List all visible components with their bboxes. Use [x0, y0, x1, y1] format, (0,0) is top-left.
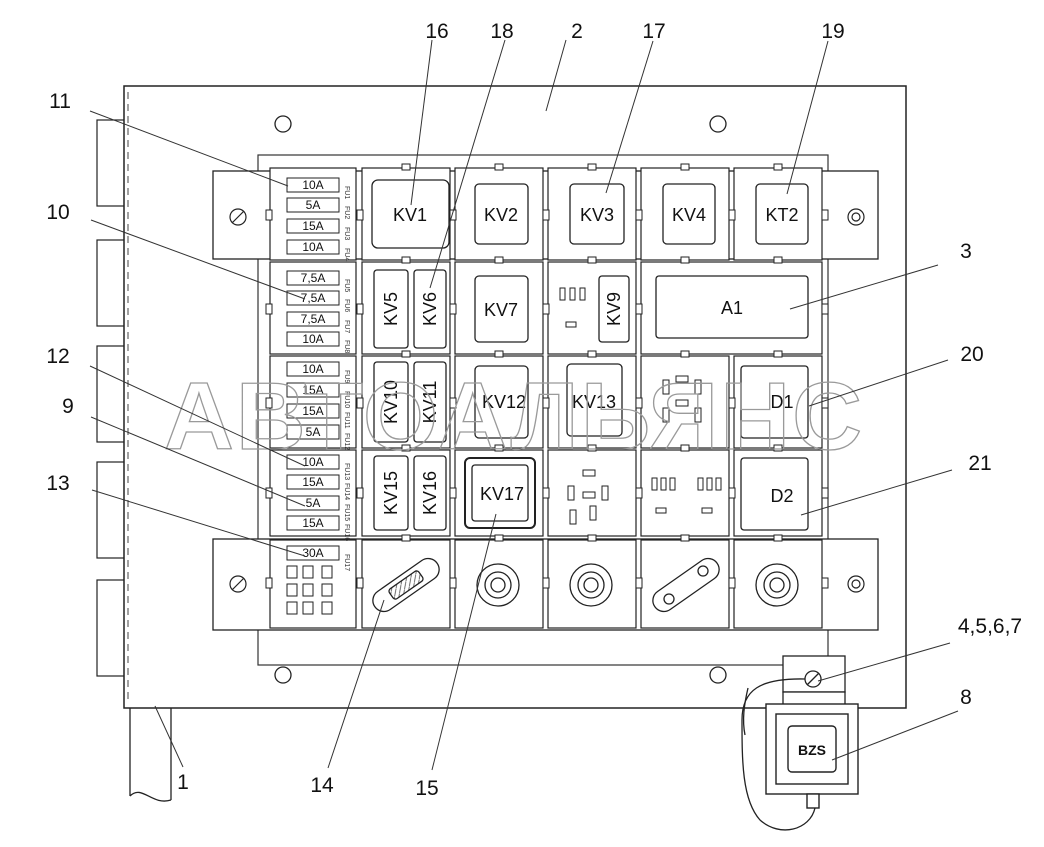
fuse-code: FU17: [343, 554, 350, 571]
relay-label-kv17: KV17: [480, 484, 524, 504]
fuse-rating: 5A: [306, 425, 321, 439]
fuse-rating: 15A: [302, 475, 323, 489]
bzs-label: BZS: [798, 742, 826, 758]
fuse-code: FU16: [343, 524, 350, 541]
fuse-rating: 15A: [302, 516, 323, 530]
callout-21: 21: [968, 452, 991, 475]
relay-labels: KV1 KV2 KV3 KV4 KT2 KV5 KV6 KV7 KV9 A1 K…: [381, 205, 799, 515]
fuse-code: FU14: [343, 483, 350, 500]
fuse-code: FU3: [343, 227, 350, 240]
callout-numbers: 1 2 3 4,5,6,7 8 9 10 11 12 13 14 15 16 1…: [46, 20, 1022, 800]
fuse-rating: 15A: [302, 219, 323, 233]
callout-19: 19: [821, 20, 844, 43]
callout-8: 8: [960, 686, 972, 709]
relay-label-kv2: KV2: [484, 205, 518, 225]
relay-label-kv4: KV4: [672, 205, 706, 225]
fuse-code: FU2: [343, 206, 350, 219]
fuse-rating: 7,5A: [301, 291, 326, 305]
fuse-code: FU6: [343, 299, 350, 312]
relay-label-kv3: KV3: [580, 205, 614, 225]
callout-16: 16: [425, 20, 448, 43]
relay-label-kv11: KV11: [420, 381, 440, 424]
callout-10: 10: [46, 201, 69, 224]
fuse-code: FU15: [343, 504, 350, 521]
fuse-panel: 10A 5A 15A 10A 7,5A 7,5A 7,5A 10A 10A 15…: [286, 177, 350, 571]
callout-20: 20: [960, 343, 983, 366]
callout-17: 17: [642, 20, 665, 43]
relay-label-d1: D1: [770, 392, 793, 412]
fuse-rating: 15A: [302, 404, 323, 418]
relay-bodies: [371, 179, 809, 531]
bzs-switch: [765, 703, 859, 809]
fuse-rating: 7,5A: [301, 271, 326, 285]
fuse-code: FU9: [343, 370, 350, 383]
relay-label-kv5: KV5: [381, 292, 401, 326]
side-connectors: [96, 119, 126, 677]
fuse-code: FU7: [343, 320, 350, 333]
callout-11: 11: [49, 90, 71, 113]
fuse-rating: 5A: [306, 496, 321, 510]
callout-3: 3: [960, 240, 972, 263]
fuse-code: FU1: [343, 186, 350, 199]
fuse-code: FU5: [343, 279, 350, 292]
relay-label-kv6: KV6: [420, 292, 440, 326]
leader-lines: [89, 39, 959, 771]
fuse-rating: 10A: [302, 332, 323, 346]
latch-tabs: [265, 163, 829, 589]
relay-label-kv1: KV1: [393, 205, 427, 225]
fuse-code: FU13: [343, 463, 350, 480]
mounting-holes: [274, 115, 727, 684]
callout-2: 2: [571, 20, 583, 43]
fuse-code: FU12: [343, 433, 350, 450]
relay-label-kt2: KT2: [765, 205, 798, 225]
ground-screw-icon: [804, 670, 822, 688]
callout-1: 1: [177, 771, 189, 794]
fuse-rating: 15A: [302, 383, 323, 397]
fuse-rating: 10A: [302, 362, 323, 376]
relay-label-a1: A1: [721, 298, 743, 318]
bzs-cable: [741, 678, 816, 831]
relay-sockets: [559, 287, 722, 525]
relay-label-kv10: KV10: [381, 380, 401, 424]
fuse-rating: 10A: [302, 455, 323, 469]
fuse-rating: 10A: [302, 240, 323, 254]
fuse-rating: 7,5A: [301, 312, 326, 326]
clamp-screws: [229, 208, 865, 593]
callout-9: 9: [62, 395, 74, 418]
relay-label-kv7: KV7: [484, 300, 518, 320]
fuse-rating: 30A: [302, 546, 323, 560]
callout-14: 14: [310, 774, 334, 797]
spare-fuse-holder: [286, 565, 333, 615]
fuse-rating: 10A: [302, 178, 323, 192]
callout-18: 18: [490, 20, 513, 43]
fuse-code: FU11: [343, 412, 350, 429]
cable-stub: [129, 708, 172, 802]
callout-15: 15: [415, 777, 438, 800]
relay-label-kv13: KV13: [572, 392, 616, 412]
fuse-code: FU4: [343, 248, 350, 261]
relay-label-d2: D2: [770, 486, 793, 506]
fuse-rating: 5A: [306, 198, 321, 212]
relay-label-kv15: KV15: [381, 471, 401, 515]
fuse-code: FU8: [343, 340, 350, 353]
watermark-text: АВТОАЛЬЯНС: [164, 363, 864, 470]
fuse-code: FU10: [343, 391, 350, 408]
relay-label-kv9: KV9: [604, 292, 624, 326]
callout-13: 13: [46, 472, 69, 495]
relay-label-kv16: KV16: [420, 471, 440, 515]
callout-12: 12: [46, 345, 69, 368]
callout-4-5-6-7: 4,5,6,7: [958, 615, 1022, 638]
bottom-row-parts: [372, 557, 799, 613]
relay-label-kv12: KV12: [482, 392, 526, 412]
